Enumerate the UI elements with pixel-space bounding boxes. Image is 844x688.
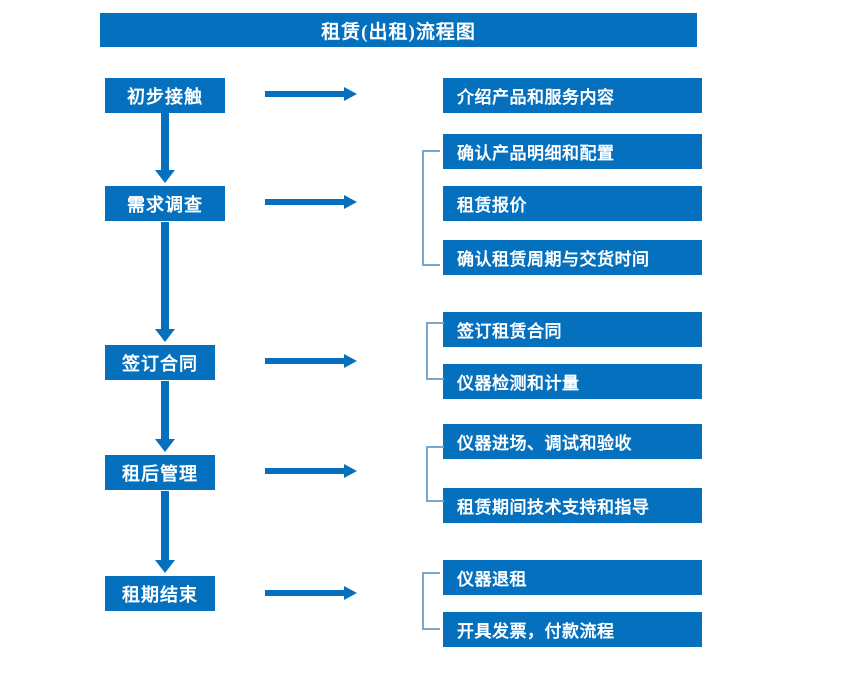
arrow-shaft <box>161 381 169 440</box>
arrow-shaft <box>265 199 345 205</box>
arrow-to-group-2 <box>265 195 357 209</box>
detail-label: 租赁期间技术支持和指导 <box>457 498 650 517</box>
arrow-shaft <box>265 91 345 97</box>
arrow-head <box>155 170 175 183</box>
bracket-group-4 <box>426 446 444 502</box>
arrow-shaft <box>265 468 345 474</box>
arrow-shaft <box>265 358 345 364</box>
detail-label: 签订租赁合同 <box>457 322 562 341</box>
detail-box: 租赁报价 <box>443 186 702 221</box>
stage-box-需求调查: 需求调查 <box>105 186 225 221</box>
bracket-group-2 <box>422 150 440 266</box>
arrow-to-group-1 <box>265 87 357 101</box>
arrow-stage-2-to-3 <box>155 222 175 342</box>
detail-label: 确认产品明细和配置 <box>457 144 615 163</box>
detail-box: 仪器检测和计量 <box>443 364 702 399</box>
stage-box-签订合同: 签订合同 <box>105 345 215 380</box>
arrow-head <box>344 195 357 209</box>
bracket-group-3 <box>426 322 444 380</box>
detail-box: 仪器进场、调试和验收 <box>443 424 702 459</box>
stage-label: 租期结束 <box>122 584 198 605</box>
bracket-group-5 <box>422 572 440 630</box>
detail-label: 租赁报价 <box>457 196 527 215</box>
detail-label: 仪器检测和计量 <box>457 374 580 393</box>
arrow-head <box>155 329 175 342</box>
detail-box: 确认产品明细和配置 <box>443 134 702 169</box>
detail-label: 开具发票，付款流程 <box>457 622 615 641</box>
stage-label: 初步接触 <box>127 86 203 107</box>
stage-label: 需求调查 <box>127 194 203 215</box>
arrow-stage-4-to-5 <box>155 491 175 573</box>
detail-box: 租赁期间技术支持和指导 <box>443 488 702 523</box>
detail-box: 仪器退租 <box>443 560 702 595</box>
arrow-to-group-5 <box>265 586 357 600</box>
arrow-shaft <box>161 222 169 330</box>
arrow-head <box>344 354 357 368</box>
detail-box: 介绍产品和服务内容 <box>443 78 702 113</box>
arrow-shaft <box>161 491 169 561</box>
stage-label: 签订合同 <box>122 353 198 374</box>
arrow-head <box>344 87 357 101</box>
chart-title: 租赁(出租)流程图 <box>100 13 697 47</box>
stage-label: 租后管理 <box>122 463 198 484</box>
arrow-shaft <box>161 113 169 171</box>
detail-label: 仪器进场、调试和验收 <box>457 434 632 453</box>
arrow-shaft <box>265 590 345 596</box>
arrow-to-group-4 <box>265 464 357 478</box>
arrow-head <box>344 586 357 600</box>
detail-box: 确认租赁周期与交货时间 <box>443 240 702 275</box>
arrow-stage-3-to-4 <box>155 381 175 452</box>
detail-box: 签订租赁合同 <box>443 312 702 347</box>
arrow-stage-1-to-2 <box>155 113 175 183</box>
arrow-to-group-3 <box>265 354 357 368</box>
arrow-head <box>155 439 175 452</box>
detail-label: 确认租赁周期与交货时间 <box>457 250 650 269</box>
stage-box-租后管理: 租后管理 <box>105 455 215 490</box>
detail-label: 介绍产品和服务内容 <box>457 88 615 107</box>
detail-box: 开具发票，付款流程 <box>443 612 702 647</box>
arrow-head <box>155 560 175 573</box>
stage-box-租期结束: 租期结束 <box>105 576 215 611</box>
stage-box-初步接触: 初步接触 <box>105 78 225 113</box>
detail-label: 仪器退租 <box>457 570 527 589</box>
arrow-head <box>344 464 357 478</box>
